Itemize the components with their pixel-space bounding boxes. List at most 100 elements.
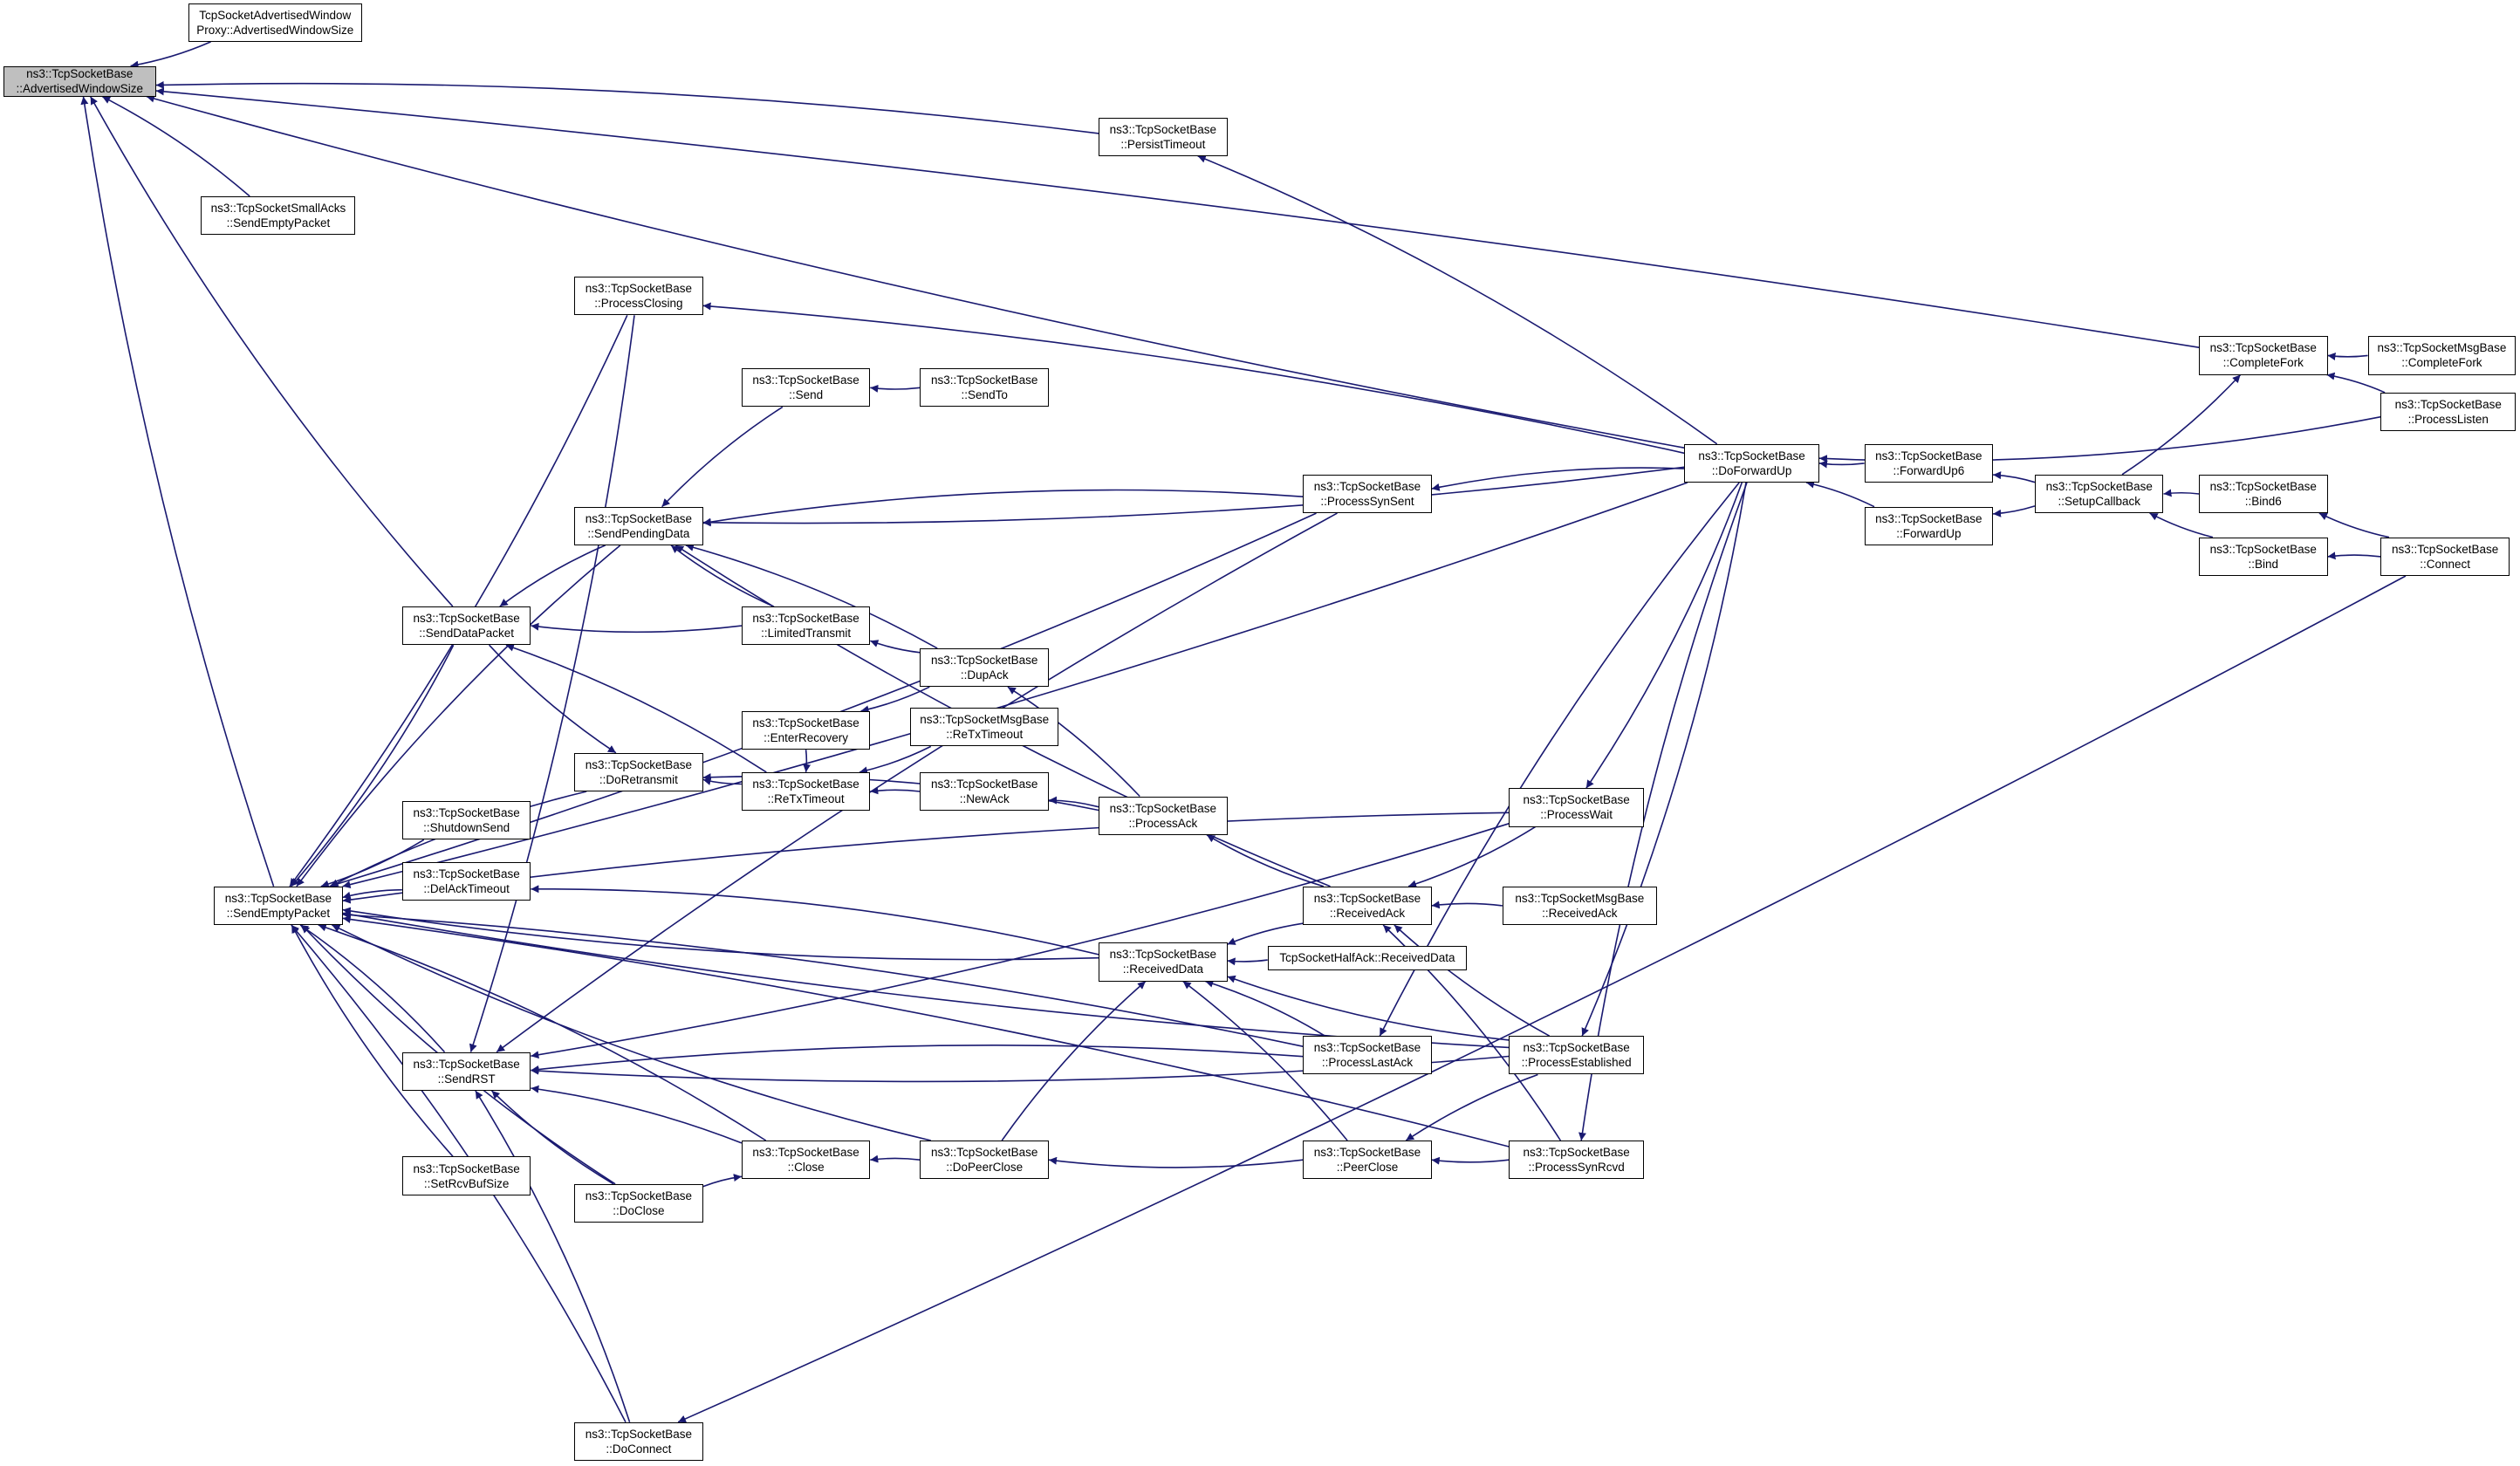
node-fu6[interactable]: ns3::TcpSocketBase::ForwardUp6 (1864, 443, 1994, 483)
node-pss[interactable]: ns3::TcpSocketBase::ProcessSynSent (1303, 474, 1432, 514)
node-ra[interactable]: ns3::TcpSocketBase::ReceivedAck (1303, 886, 1432, 925)
node-dup[interactable]: ns3::TcpSocketBase::DupAck (920, 647, 1049, 688)
node-label-line: ns3::TcpSocketBase (931, 654, 1038, 668)
node-pe[interactable]: ns3::TcpSocketBase::ProcessEstablished (1509, 1036, 1645, 1075)
node-pc[interactable]: ns3::TcpSocketBase::ProcessClosing (574, 277, 703, 316)
node-srb[interactable]: ns3::TcpSocketBase::SetRcvBufSize (401, 1156, 531, 1195)
node-mrtx[interactable]: ns3::TcpSocketMsgBase::ReTxTimeout (910, 708, 1058, 747)
call-edge (670, 545, 774, 607)
node-label-line: ::ProcessSynRcvd (1528, 1161, 1625, 1175)
call-edge (1431, 1156, 1510, 1165)
call-edge (299, 924, 446, 1053)
node-cl[interactable]: ns3::TcpSocketBase::Close (741, 1141, 871, 1180)
call-edge (332, 924, 931, 1141)
node-label-line: ::ReceivedData (1122, 962, 1203, 976)
node-pw[interactable]: ns3::TcpSocketBase::ProcessWait (1509, 788, 1645, 827)
node-label-line: ::LimitedTransmit (761, 627, 852, 641)
node-label-line: ns3::TcpSocketBase (413, 1057, 520, 1071)
call-edge (291, 924, 454, 1158)
node-dcn[interactable]: ns3::TcpSocketBase::DoConnect (574, 1421, 703, 1461)
node-dat[interactable]: ns3::TcpSocketBase::DelAckTimeout (401, 862, 531, 901)
node-label-line: ns3::TcpSocketBase (1875, 511, 1982, 525)
call-edge (661, 406, 784, 508)
node-rd[interactable]: ns3::TcpSocketBase::ReceivedData (1099, 942, 1228, 982)
node-label-line: ::Bind (2248, 557, 2279, 571)
call-edge (342, 907, 1099, 961)
node-cn[interactable]: ns3::TcpSocketBase::Connect (2380, 537, 2510, 576)
call-edge (2163, 489, 2200, 497)
node-psr[interactable]: ns3::TcpSocketBase::ProcessSynRcvd (1509, 1141, 1645, 1180)
node-sack[interactable]: ns3::TcpSocketSmallAcks::SendEmptyPacket (201, 195, 356, 236)
node-sep[interactable]: ns3::TcpSocketBase::SendEmptyPacket (214, 886, 343, 925)
node-label-line: ns3::TcpSocketBase (413, 806, 520, 820)
node-label-line: ns3::TcpSocketBase (1109, 122, 1216, 136)
node-label-line: ::SendPendingData (587, 526, 690, 540)
node-rtx[interactable]: ns3::TcpSocketBase::ReTxTimeout (741, 771, 871, 812)
node-label-line: ns3::TcpSocketBase (1313, 1146, 1421, 1160)
node-mra[interactable]: ns3::TcpSocketMsgBase::ReceivedAck (1502, 886, 1657, 925)
node-aws[interactable]: ns3::TcpSocketBase::AdvertisedWindowSize (3, 65, 156, 97)
node-label-line: ns3::TcpSocketBase (585, 757, 693, 771)
node-b6[interactable]: ns3::TcpSocketBase::Bind6 (2199, 474, 2328, 514)
call-edge (80, 96, 275, 887)
node-na[interactable]: ns3::TcpSocketBase::NewAck (920, 771, 1049, 812)
node-pla[interactable]: ns3::TcpSocketBase::ProcessLastAck (1303, 1036, 1432, 1075)
call-edge (2121, 373, 2242, 476)
node-cf[interactable]: ns3::TcpSocketBase::CompleteFork (2199, 336, 2328, 375)
node-label-line: ns3::TcpSocketBase (931, 777, 1038, 791)
call-edge (1431, 467, 1685, 491)
node-pt[interactable]: ns3::TcpSocketBase::PersistTimeout (1099, 117, 1228, 156)
node-pa[interactable]: ns3::TcpSocketBase::ProcessAck (1099, 796, 1228, 835)
node-dcl[interactable]: ns3::TcpSocketBase::DoClose (574, 1183, 703, 1223)
node-label-line: ::SetupCallback (2058, 494, 2141, 508)
call-edge (496, 512, 1338, 1053)
node-fu[interactable]: ns3::TcpSocketBase::ForwardUp (1864, 506, 1994, 545)
node-label-line: ns3::TcpSocketBase (1523, 1146, 1630, 1160)
node-er[interactable]: ns3::TcpSocketBase::EnterRecovery (741, 710, 871, 750)
call-edge (296, 545, 621, 887)
node-dr[interactable]: ns3::TcpSocketBase::DoRetransmit (574, 752, 703, 791)
node-sc[interactable]: ns3::TcpSocketBase::SetupCallback (2035, 474, 2164, 514)
call-edge (1001, 980, 1147, 1141)
call-edge (1805, 480, 1875, 508)
call-edge (870, 384, 921, 393)
node-mcf[interactable]: ns3::TcpSocketMsgBase::CompleteFork (2367, 336, 2517, 375)
node-label-line: ::AdvertisedWindowSize (16, 82, 144, 96)
node-label-line: ::SendRST (437, 1072, 496, 1086)
call-edge (1182, 980, 1348, 1141)
node-label-line: ::Bind6 (2244, 494, 2282, 508)
node-label-line: ::SendDataPacket (419, 627, 515, 641)
node-spd[interactable]: ns3::TcpSocketBase::SendPendingData (574, 506, 703, 545)
node-label-line: ::SendTo (961, 388, 1008, 402)
call-edge (2318, 512, 2390, 538)
node-b[interactable]: ns3::TcpSocketBase::Bind (2199, 537, 2328, 576)
node-label-line: ns3::TcpSocketMsgBase (1515, 891, 1645, 905)
call-edge (499, 545, 606, 607)
call-edge (702, 778, 742, 785)
node-lt[interactable]: ns3::TcpSocketBase::LimitedTransmit (741, 606, 871, 646)
node-label-line: ::ProcessSynSent (1320, 494, 1414, 508)
node-label-line: ns3::TcpSocketMsgBase (2377, 341, 2507, 355)
node-label-line: ::PeerClose (1336, 1161, 1399, 1175)
call-edge (2327, 551, 2381, 560)
node-dpc[interactable]: ns3::TcpSocketBase::DoPeerClose (920, 1141, 1049, 1180)
node-label-line: ::Close (787, 1161, 825, 1175)
node-label-line: ns3::TcpSocketMsgBase (920, 713, 1050, 727)
node-label-line: ::DoRetransmit (599, 772, 678, 786)
node-sendto[interactable]: ns3::TcpSocketBase::SendTo (920, 368, 1049, 408)
node-send[interactable]: ns3::TcpSocketBase::Send (741, 368, 871, 408)
node-ss[interactable]: ns3::TcpSocketBase::ShutdownSend (401, 801, 531, 840)
node-srst[interactable]: ns3::TcpSocketBase::SendRST (401, 1052, 531, 1091)
node-sdp[interactable]: ns3::TcpSocketBase::SendDataPacket (401, 606, 531, 646)
node-label-line: ns3::TcpSocketBase (585, 282, 693, 296)
node-label-line: ::DoConnect (606, 1442, 672, 1456)
node-label-line: ns3::TcpSocketBase (1313, 1041, 1421, 1055)
node-pcl[interactable]: ns3::TcpSocketBase::PeerClose (1303, 1141, 1432, 1180)
node-label-line: ns3::TcpSocketBase (1698, 449, 1805, 462)
node-hrd[interactable]: TcpSocketHalfAck::ReceivedData (1267, 945, 1468, 970)
node-dfu[interactable]: ns3::TcpSocketBase::DoForwardUp (1684, 443, 1819, 483)
node-pl[interactable]: ns3::TcpSocketBase::ProcessListen (2380, 392, 2517, 432)
node-label-line: ns3::TcpSocketBase (413, 612, 520, 626)
